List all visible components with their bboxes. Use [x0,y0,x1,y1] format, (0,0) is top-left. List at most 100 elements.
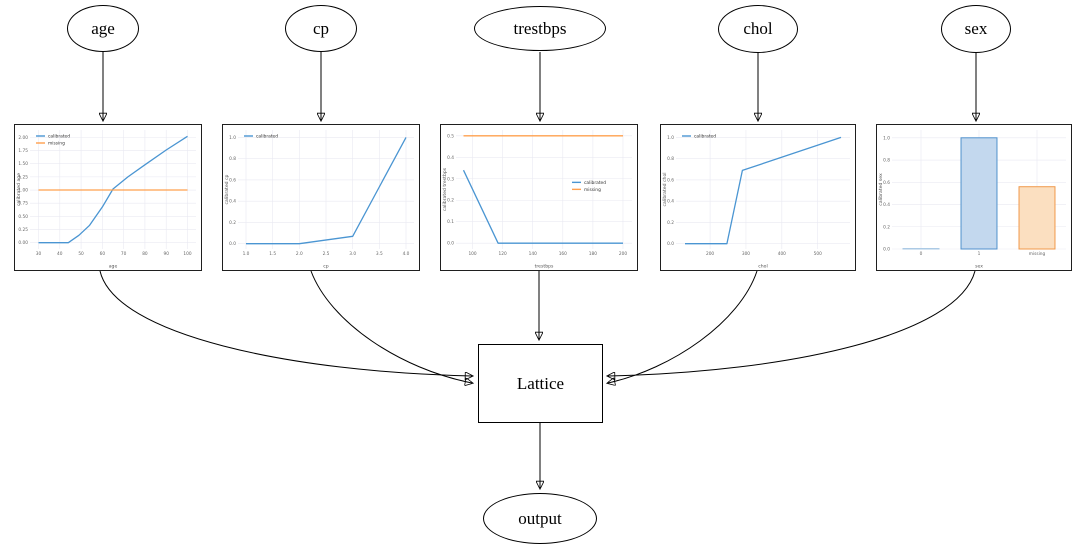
svg-text:calibrated: calibrated [694,134,716,140]
svg-text:0.4: 0.4 [229,199,236,205]
svg-text:70: 70 [121,251,127,257]
svg-text:200: 200 [706,251,714,257]
svg-text:30: 30 [36,251,42,257]
svg-text:missing: missing [1029,251,1046,257]
svg-text:0.0: 0.0 [883,247,890,253]
svg-text:0.8: 0.8 [667,156,674,162]
svg-text:1.0: 1.0 [883,135,890,141]
svg-text:0.6: 0.6 [883,180,890,186]
svg-text:calibrated sex: calibrated sex [878,173,884,206]
svg-text:100: 100 [183,251,191,257]
calibration-chart-sex: 0.0 0.2 0.4 0.6 0.8 1.0 0 1 missing sex calibrated… [876,124,1072,271]
node-cp: cp [285,5,357,52]
node-trestbps-label: trestbps [513,18,567,38]
svg-text:0.2: 0.2 [667,220,674,226]
svg-text:0.50: 0.50 [18,214,28,220]
svg-text:140: 140 [529,251,537,257]
svg-text:calibrated trestbps: calibrated trestbps [442,167,448,211]
svg-text:0.4: 0.4 [447,155,454,161]
node-lattice-label: Lattice [516,373,565,393]
svg-text:60: 60 [100,251,106,257]
svg-text:0.2: 0.2 [447,198,454,204]
svg-text:0.0: 0.0 [229,241,236,247]
node-trestbps: trestbps [474,6,606,51]
node-sex: sex [941,5,1011,53]
node-lattice: Lattice [478,344,603,423]
svg-text:120: 120 [499,251,507,257]
svg-text:2.5: 2.5 [323,251,330,257]
svg-text:1.0: 1.0 [229,135,236,141]
svg-text:100: 100 [468,251,476,257]
node-sex-label: sex [964,19,988,38]
svg-text:0.0: 0.0 [667,241,674,247]
svg-text:180: 180 [589,251,597,257]
svg-text:40: 40 [57,251,63,257]
svg-text:sex: sex [975,265,983,270]
node-age-label: age [91,18,115,38]
calibration-chart-chol: 0.0 0.2 0.4 0.6 0.8 1.0 200 300 400 500 chol calibr… [660,124,856,271]
svg-text:1.50: 1.50 [18,161,28,167]
svg-text:0.0: 0.0 [447,241,454,247]
svg-text:1.0: 1.0 [667,135,674,141]
svg-text:age: age [109,265,118,270]
svg-text:calibrated chol: calibrated chol [662,172,668,206]
svg-text:0.2: 0.2 [229,220,236,226]
node-output-label: output [518,508,562,528]
svg-text:cp: cp [323,265,329,270]
svg-text:160: 160 [559,251,567,257]
svg-text:1.0: 1.0 [243,251,250,257]
svg-text:0.00: 0.00 [18,240,28,246]
svg-text:0.8: 0.8 [229,156,236,162]
svg-text:200: 200 [619,251,627,257]
svg-text:2.0: 2.0 [296,251,303,257]
svg-text:400: 400 [778,251,786,257]
svg-text:80: 80 [142,251,148,257]
node-age: age [67,5,139,52]
node-chol-label: chol [743,19,773,38]
edge-sex-cal-to-lattice [608,270,976,376]
svg-text:500: 500 [814,251,822,257]
svg-text:calibrated: calibrated [48,134,70,140]
svg-text:chol: chol [758,264,768,270]
svg-text:trestbps: trestbps [535,264,554,270]
svg-text:0.8: 0.8 [883,158,890,164]
svg-text:0.4: 0.4 [667,199,674,205]
calibration-chart-chol-plot: 0.0 0.2 0.4 0.6 0.8 1.0 200 300 400 500 chol calibr… [662,130,850,270]
svg-text:calibrated age: calibrated age [16,173,22,206]
svg-text:0.6: 0.6 [229,177,236,183]
svg-text:0.25: 0.25 [18,227,28,233]
svg-text:0.4: 0.4 [883,202,890,208]
svg-text:missing: missing [584,187,601,193]
edge-age-cal-to-lattice [99,270,472,376]
svg-text:1.25: 1.25 [18,174,28,180]
svg-text:missing: missing [48,141,65,147]
calibration-chart-sex-plot: 0.0 0.2 0.4 0.6 0.8 1.0 0 1 missing sex calibrated… [878,130,1066,270]
edge-chol-cal-to-lattice [608,270,758,383]
node-cp-label: cp [312,18,330,38]
svg-text:calibrated: calibrated [256,134,278,140]
svg-text:90: 90 [163,251,169,257]
edge-cp-cal-to-lattice [310,270,472,383]
svg-text:4.0: 4.0 [403,251,410,257]
svg-text:0.6: 0.6 [667,177,674,183]
svg-text:300: 300 [742,251,750,257]
svg-text:0.5: 0.5 [447,133,454,139]
calibration-chart-cp: 0.0 0.2 0.4 0.6 0.8 1.0 1.0 1.5 2.0 2.5 3.0 3.5 4.0 c… [222,124,420,271]
svg-text:50: 50 [78,251,84,257]
svg-text:calibrated: calibrated [584,180,606,186]
svg-text:0: 0 [920,251,923,257]
svg-text:1: 1 [978,251,981,257]
svg-text:3.0: 3.0 [349,251,356,257]
svg-text:2.00: 2.00 [18,135,28,141]
svg-text:0.2: 0.2 [883,224,890,230]
svg-text:1.5: 1.5 [269,251,276,257]
node-output: output [483,493,597,544]
svg-text:calibrated cp: calibrated cp [224,174,230,204]
svg-text:3.5: 3.5 [376,251,383,257]
